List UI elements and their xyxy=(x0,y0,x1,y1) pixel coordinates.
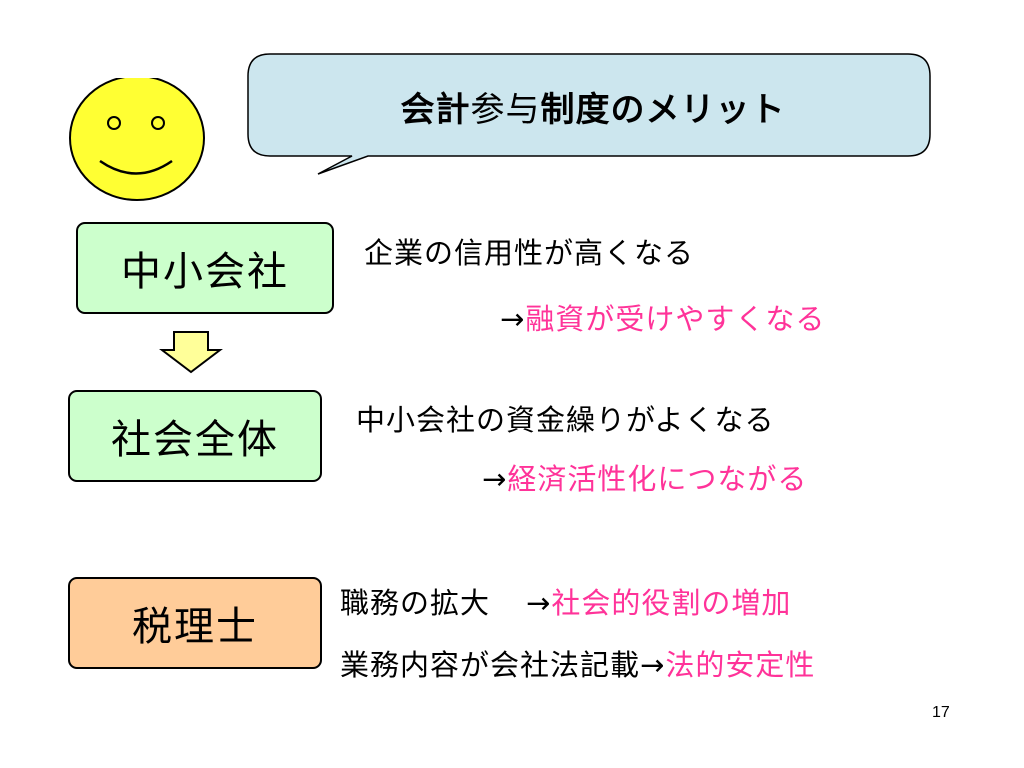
slide-title: 会計参与制度のメリット xyxy=(258,60,928,152)
zeirishi-line-1-prefix: 職務の拡大 xyxy=(340,586,491,620)
shakai-result-text: 経済活性化につながる xyxy=(507,462,808,496)
smiley-face-icon xyxy=(69,78,205,201)
zeirishi-line-1-result: 社会的役割の増加 xyxy=(551,586,792,620)
zeirishi-line-2-prefix: 業務内容が会社法記載 xyxy=(340,648,641,682)
chusho-result-text: 融資が受けやすくなる xyxy=(525,302,826,336)
chusho-benefit-line: 企業の信用性が高くなる xyxy=(364,236,695,270)
zeirishi-line-2: 業務内容が会社法記載→法的安定性 xyxy=(340,642,815,684)
box-zeirishi: 税理士 xyxy=(68,577,322,669)
zeirishi-line-1: 職務の拡大 →社会的役割の増加 xyxy=(340,580,791,622)
arrow-glyph: → xyxy=(526,586,552,620)
zeirishi-line-2-result: 法的安定性 xyxy=(665,648,816,682)
shakai-result-line: →経済活性化につながる xyxy=(482,456,807,498)
arrow-glyph: → xyxy=(482,462,508,496)
arrow-glyph: → xyxy=(640,648,666,682)
arrow-glyph: → xyxy=(500,302,526,336)
box-chusho-gaisha: 中小会社 xyxy=(76,222,334,314)
title-part-sanyo: 参与 xyxy=(470,89,541,130)
title-part-seido: 制度のメリット xyxy=(540,89,786,130)
speech-bubble-shape xyxy=(247,53,931,175)
title-part-kaikei: 会計 xyxy=(400,89,471,130)
box-shakai-zentai: 社会全体 xyxy=(68,390,322,482)
chusho-result-line: →融資が受けやすくなる xyxy=(500,296,825,338)
shakai-benefit-line: 中小会社の資金繰りがよくなる xyxy=(356,403,775,437)
page-number: 17 xyxy=(932,704,950,721)
down-arrow-icon xyxy=(159,331,223,374)
